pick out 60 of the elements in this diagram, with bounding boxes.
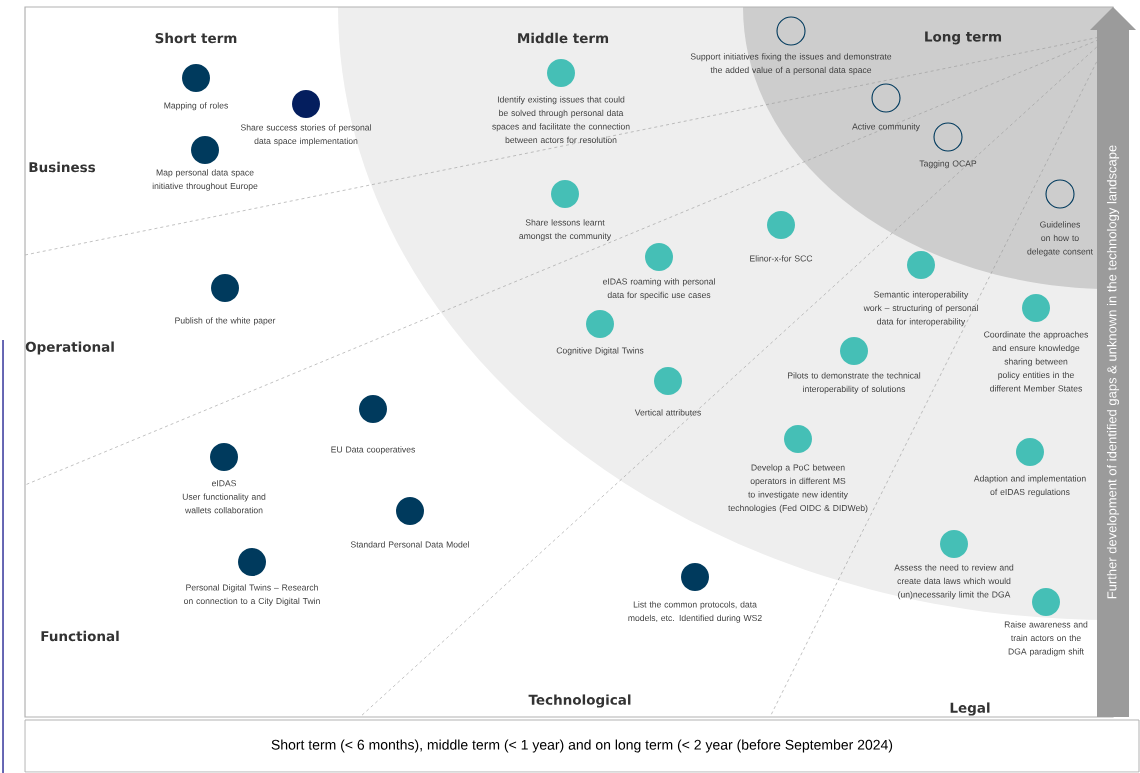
roadmap-item — [728, 425, 868, 513]
roadmap-item — [628, 563, 762, 623]
item-caption: eIDAS User functionality and wallets collaboration — [182, 480, 266, 514]
item-caption: Develop a PoC between operators in different MS to investigate new identity technologies (Fed OIDC & DIDWeb) — [728, 464, 868, 513]
item-caption: Mapping of roles — [164, 102, 228, 111]
roadmap-item — [350, 497, 469, 548]
heading: Functional — [41, 630, 119, 642]
heading: Long term — [925, 31, 1002, 45]
heading: Operational — [25, 341, 114, 355]
item-caption: Personal Digital Twins – Research on connection to a City Digital Twin — [184, 584, 320, 606]
roadmap-item — [750, 211, 813, 262]
heading: Business — [29, 161, 96, 173]
item-caption: Map personal data space initiative throughout Europe — [152, 169, 258, 191]
roadmap-item — [164, 64, 228, 111]
item-caption: Identify existing issues that could be solved through personal data spaces and facilitate the connection between actors for resolution — [492, 96, 630, 143]
roadmap-item — [175, 274, 276, 326]
roadmap-item — [182, 443, 266, 514]
roadmap-item — [852, 83, 920, 132]
item-caption: Share lessons learnt amongst the community — [519, 219, 612, 241]
item-caption: Publish of the white paper — [175, 317, 276, 326]
item-caption: Support initiatives fixing the issues and demonstrate the added value of a personal data space — [690, 53, 892, 75]
item-caption: Share success stories of personal data space implementation — [240, 124, 371, 146]
roadmap-item — [492, 59, 630, 143]
heading: Middle term — [518, 32, 609, 44]
item-caption: Cognitive Digital Twins — [556, 347, 644, 356]
item-caption: Vertical attributes — [634, 409, 701, 416]
roadmap-item — [863, 251, 978, 327]
roadmap-item — [1027, 179, 1093, 257]
roadmap-item — [690, 16, 892, 75]
item-caption: Pilots to demonstrate the technical interoperability of solutions — [788, 372, 921, 394]
item-caption: Coordinate the approaches and ensure knowledge sharing between policy entities in the different Member States — [984, 331, 1088, 392]
item-caption: List the common protocols, data models, etc. Identified during WS2 — [628, 601, 762, 623]
item-caption: Adaption and implementation of eIDAS regulations — [973, 475, 1086, 497]
roadmap-item — [331, 395, 415, 455]
roadmap-item — [984, 294, 1088, 392]
roadmap-item — [240, 90, 371, 146]
item-caption: Raise awareness and train actors on the DGA paradigm shift — [1004, 621, 1088, 657]
caption: Short term (< 6 months), middle term (< 1 year) and on long term (< 2 year (before September 2024) — [271, 739, 893, 753]
item-caption: EU Data cooperatives — [331, 446, 415, 455]
item-caption: Active community — [852, 123, 920, 132]
item-caption: Tagging OCAP — [919, 160, 977, 169]
roadmap-item — [602, 243, 715, 300]
roadmap-item — [788, 337, 921, 394]
roadmap-item — [519, 180, 612, 241]
roadmap-item — [919, 122, 977, 169]
heading: Legal — [950, 702, 990, 716]
roadmap-item — [894, 530, 1014, 600]
axis-label: Further development of identified gaps & unknown in the technology landscape — [1106, 145, 1120, 599]
item-caption: eIDAS roaming with personal data for specific use cases — [602, 278, 715, 300]
roadmap-item — [973, 438, 1086, 497]
roadmap-item — [184, 548, 320, 606]
roadmap-item — [556, 310, 644, 356]
item-caption: Assess the need to review and create data laws which would (un)necessarily limit the DGA — [894, 564, 1014, 600]
item-caption: Semantic interoperability work – structuring of personal data for interoperability — [863, 291, 978, 327]
item-caption: Elinor-x-for SCC — [750, 255, 813, 262]
roadmap-item — [634, 367, 701, 416]
heading: Short term — [155, 32, 237, 44]
item-caption: Guidelines on how to delegate consent — [1027, 221, 1093, 257]
heading: Technological — [528, 694, 631, 708]
item-caption: Standard Personal Data Model — [350, 541, 469, 548]
